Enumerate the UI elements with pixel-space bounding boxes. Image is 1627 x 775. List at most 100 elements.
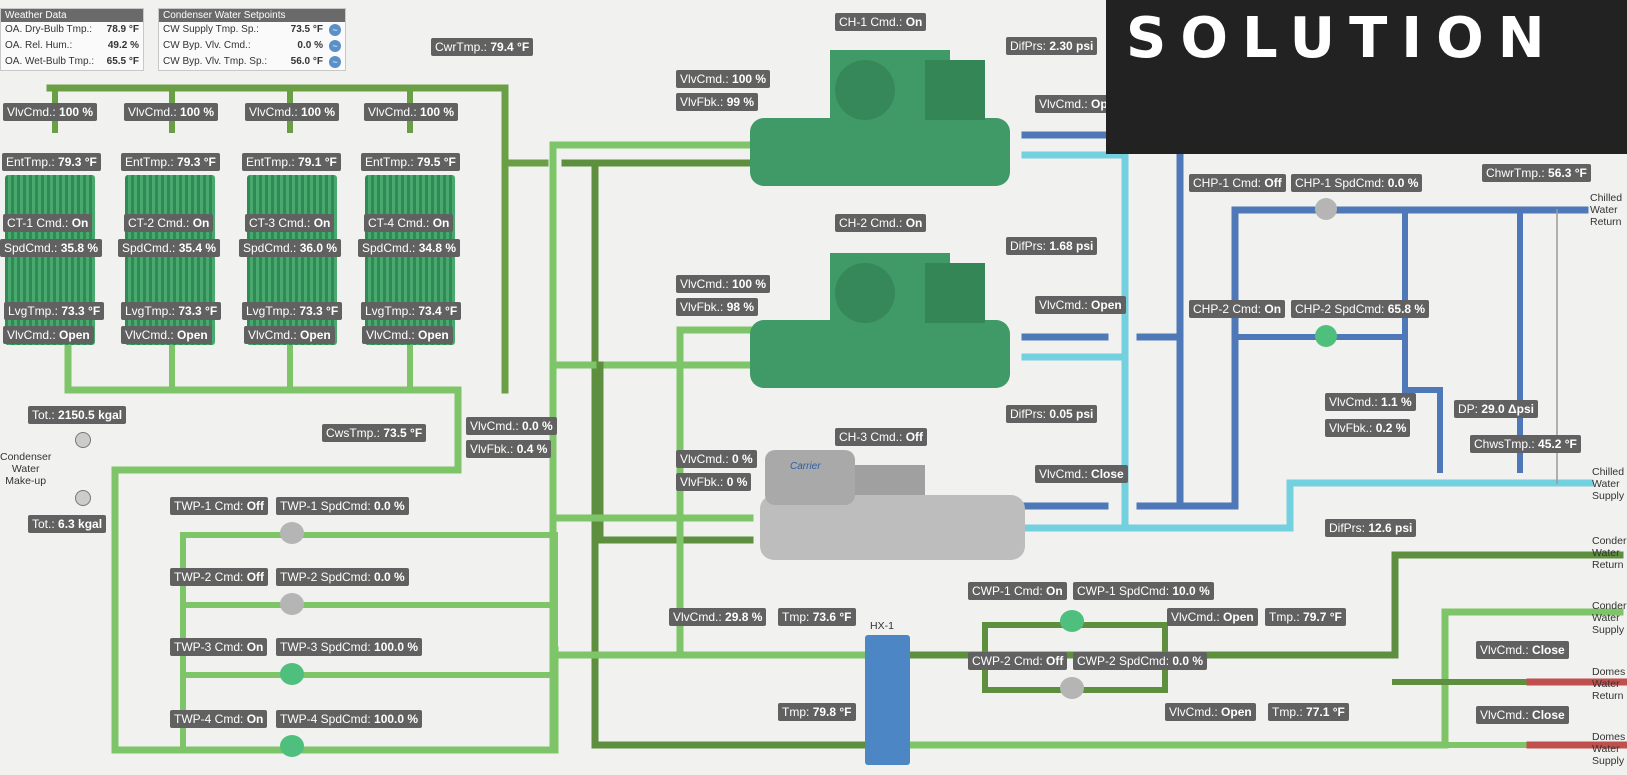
chp-1-pump-icon[interactable]	[1315, 198, 1337, 220]
tot-main-tag: Tot.: 2150.5 kgal	[28, 406, 127, 424]
byp-vlv-cmd-tag: VlvCmd.: 0.0 %	[466, 417, 557, 435]
chw-return-header-pipe	[1136, 206, 1589, 510]
cw-setpoints-panel: Condenser Water Setpoints CW Supply Tmp.…	[158, 8, 346, 71]
ch3-vlv-fbk-tag: VlvFbk.: 0 %	[676, 473, 752, 491]
flow-meter-main-icon[interactable]	[75, 432, 91, 448]
chp1-spd-tag: CHP-1 SpdCmd: 0.0 %	[1291, 174, 1423, 192]
twp3-cmd-tag: TWP-3 Cmd: On	[170, 638, 268, 656]
hx-vlv-cmd-tag: VlvCmd.: 29.8 %	[669, 608, 767, 626]
cws-tmp-tag: CwsTmp.: 73.5 °F	[322, 424, 427, 442]
chw-byp-cmd-tag: VlvCmd.: 1.1 %	[1325, 393, 1416, 411]
chw-dp-tag: DP: 29.0 Δpsi	[1454, 400, 1539, 418]
chp2-spd-tag: CHP-2 SpdCmd: 65.8 %	[1291, 300, 1430, 318]
carrier-logo: Carrier	[790, 461, 821, 472]
weather-label: OA. Dry-Bulb Tmp.:	[5, 24, 93, 35]
ch3-cmd-tag: CH-3 Cmd.: Off	[835, 428, 928, 446]
twp-loop-pipes	[180, 532, 558, 753]
cwp2-cmd-tag: CWP-2 Cmd: Off	[968, 652, 1068, 670]
twp2-cmd-tag: TWP-2 Cmd: Off	[170, 568, 269, 586]
ch2-cmd-tag: CH-2 Cmd.: On	[835, 214, 927, 232]
flow-meter-makeup-icon[interactable]	[75, 490, 91, 506]
chiller-1-icon[interactable]	[745, 30, 1030, 195]
ct1-ent-tmp-tag: EntTmp.: 79.3 °F	[2, 153, 101, 171]
chwr-tmp-tag: ChwrTmp.: 56.3 °F	[1482, 164, 1591, 182]
twp-4-pump-icon[interactable]	[280, 735, 304, 757]
hx-1-icon[interactable]	[865, 635, 910, 765]
chilled-water-supply-label: Chilled Water Supply	[1592, 466, 1625, 502]
ct4-lvg-tmp-tag: LvgTmp.: 73.4 °F	[361, 302, 462, 320]
ct1-vlv-open-tag: VlvCmd.: Open	[3, 326, 94, 344]
dom-sup-vlv-tag: VlvCmd.: Close	[1476, 706, 1569, 724]
ch3-evap-vlv-tag: VlvCmd.: Close	[1035, 465, 1128, 483]
domestic-water-return-label: Domes Water Return	[1592, 666, 1626, 702]
chw-byp-fbk-tag: VlvFbk.: 0.2 %	[1325, 419, 1411, 437]
ch1-vlv-cmd-tag: VlvCmd.: 100 %	[676, 70, 771, 88]
ch1-vlv-fbk-tag: VlvFbk.: 99 %	[676, 93, 759, 111]
cwp-1-pump-icon[interactable]	[1060, 610, 1084, 632]
ch2-vlv-fbk-tag: VlvFbk.: 98 %	[676, 298, 759, 316]
condenser-water-return-label: Conder Water Return	[1592, 535, 1627, 571]
ch2-evap-vlv-tag: VlvCmd.: Open	[1035, 296, 1126, 314]
ch3-cond-return-pipe	[596, 361, 754, 544]
edit-setpoint-icon[interactable]: ~	[329, 56, 341, 68]
cw-supply-riser-pipe	[549, 141, 754, 754]
ch1-difprs-tag: DifPrs: 2.30 psi	[1006, 37, 1098, 55]
setpoint-value: 56.0 °F	[290, 56, 323, 67]
twp-3-pump-icon[interactable]	[280, 663, 304, 685]
ch1-evap-vlv-tag: VlvCmd.: Op	[1035, 95, 1112, 113]
chiller-3-icon[interactable]: Carrier	[755, 445, 1035, 570]
hx-1-label: HX-1	[870, 620, 894, 632]
ct1-lvg-tmp-tag: LvgTmp.: 73.3 °F	[4, 302, 105, 320]
twp4-spd-tag: TWP-4 SpdCmd: 100.0 %	[276, 710, 423, 728]
cwp1-spd-tag: CWP-1 SpdCmd: 10.0 %	[1073, 582, 1214, 600]
ct3-vlv-cmd-tag: VlvCmd.: 100 %	[245, 103, 340, 121]
cwp-2-pump-icon[interactable]	[1060, 677, 1084, 699]
setpoint-label: CW Byp. Vlv. Tmp. Sp.:	[163, 56, 268, 67]
twp-2-pump-icon[interactable]	[280, 593, 304, 615]
ct4-vlv-open-tag: VlvCmd.: Open	[362, 326, 453, 344]
edit-setpoint-icon[interactable]: ~	[329, 24, 341, 36]
chp-2-pump-icon[interactable]	[1315, 325, 1337, 347]
ct1-spd-tag: SpdCmd.: 35.8 %	[0, 239, 103, 257]
ct2-spd-tag: SpdCmd.: 35.4 %	[118, 239, 221, 257]
weather-value: 65.5 °F	[106, 56, 139, 67]
ct2-vlv-cmd-tag: VlvCmd.: 100 %	[124, 103, 219, 121]
ch2-difprs-tag: DifPrs: 1.68 psi	[1006, 237, 1098, 255]
ch3-vlv-cmd-tag: VlvCmd.: 0 %	[676, 450, 757, 468]
ct2-ent-tmp-tag: EntTmp.: 79.3 °F	[121, 153, 220, 171]
ct-outlet-pipes	[169, 337, 413, 393]
edit-setpoint-icon[interactable]: ~	[329, 40, 341, 52]
chiller-2-icon[interactable]	[745, 235, 1030, 395]
ct3-lvg-tmp-tag: LvgTmp.: 73.3 °F	[242, 302, 343, 320]
hx-tmp-out-tag: Tmp: 79.8 °F	[778, 703, 856, 721]
dom-vlv-open1-tag: VlvCmd.: Open	[1167, 608, 1258, 626]
weather-panel: Weather Data OA. Dry-Bulb Tmp.:78.9 °F O…	[0, 8, 144, 71]
makeup-label: Condenser Water Make-up	[0, 451, 52, 487]
setpoint-value: 73.5 °F	[290, 24, 323, 35]
ct3-vlv-open-tag: VlvCmd.: Open	[244, 326, 335, 344]
setpoint-label: CW Supply Tmp. Sp.:	[163, 24, 259, 35]
cw-setpoints-header: Condenser Water Setpoints	[159, 9, 345, 22]
solution-banner: SOLUTION	[1106, 0, 1627, 154]
dom-tmp1-tag: Tmp.: 79.7 °F	[1265, 608, 1346, 626]
ct-inlet-pipes	[52, 85, 413, 133]
cond-water-return-pipe	[906, 551, 1624, 659]
cond-water-supply-pipe	[906, 608, 1624, 749]
ct4-cmd-tag: CT-4 Cmd.: On	[364, 214, 454, 232]
weather-header: Weather Data	[1, 9, 143, 22]
ct3-spd-tag: SpdCmd.: 36.0 %	[239, 239, 342, 257]
ct2-cmd-tag: CT-2 Cmd.: On	[124, 214, 214, 232]
weather-value: 78.9 °F	[106, 24, 139, 35]
twp3-spd-tag: TWP-3 SpdCmd: 100.0 %	[276, 638, 423, 656]
setpoint-label: CW Byp. Vlv. Cmd.:	[163, 40, 251, 51]
cwp2-spd-tag: CWP-2 SpdCmd: 0.0 %	[1073, 652, 1208, 670]
chp2-cmd-tag: CHP-2 Cmd: On	[1189, 300, 1286, 318]
twp-1-pump-icon[interactable]	[280, 522, 304, 544]
chp1-cmd-tag: CHP-1 Cmd: Off	[1189, 174, 1286, 192]
cw-supply-header-pipe	[64, 326, 559, 754]
chw-supply-riser-pipe	[1021, 151, 1129, 532]
ct2-lvg-tmp-tag: LvgTmp.: 73.3 °F	[121, 302, 222, 320]
twp1-spd-tag: TWP-1 SpdCmd: 0.0 %	[276, 497, 409, 515]
ct1-vlv-cmd-tag: VlvCmd.: 100 %	[3, 103, 98, 121]
